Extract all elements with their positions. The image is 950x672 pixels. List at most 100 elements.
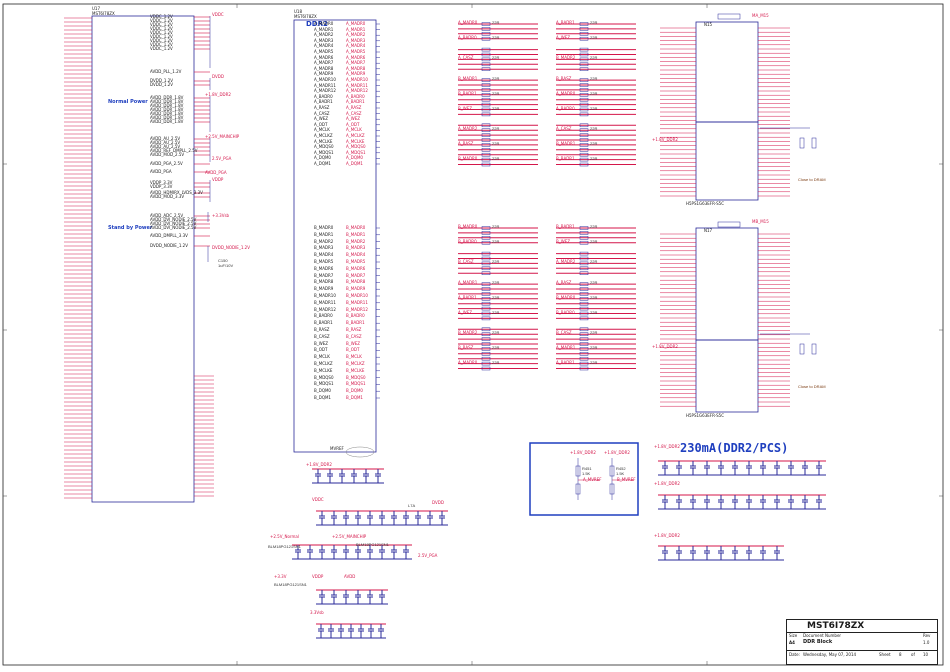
ddr-b-pin-label: B_MADR4 (314, 252, 334, 258)
decap-ddr-net-right-3: +1.8V_DDR2 (654, 533, 680, 538)
ddr-b-pin-label: B_MADR5 (314, 259, 334, 264)
title-date-label: Date: (789, 652, 800, 657)
series-resistor (481, 157, 491, 162)
series-resistor-value: 22R (492, 344, 500, 350)
left-ic-pin-label: AVDD_PGA (150, 169, 172, 174)
ddr-b-pin-label: B_DQM0 (314, 388, 331, 394)
series-resistor-value: 22R (492, 280, 500, 286)
series-resistor (579, 138, 589, 142)
vref-r2: R452 (616, 466, 626, 471)
series-resistor-value: 22R (590, 126, 598, 132)
series-resistor (579, 88, 589, 92)
left-ic-pin-label: VDDP_3.3V (150, 184, 173, 189)
series-net-label: A_MADR2 (556, 259, 576, 265)
cap-c150-value: 1uF/10V (218, 263, 234, 268)
title-rev-label: Rev (923, 633, 931, 638)
left-ic-refdes: U17 (92, 6, 101, 11)
vref-supply-a: +1.8V_DDR2 (570, 450, 596, 455)
ddr-ic-title: DDR2 (306, 20, 328, 28)
dram-b-close-note: Close to DRAM (798, 384, 826, 389)
ddr-b-net-label: B_MADR1 (346, 231, 366, 237)
ddr-a-pin-label: A_MDQS0 (314, 144, 334, 150)
left-ic-pin-label: VDDP_3.3V (150, 180, 173, 185)
net-avdd-pga: AVDD_PGA (205, 170, 227, 175)
ddr-a-net-label: A_CASZ (346, 110, 362, 116)
series-net-label: A_BADR0 (556, 105, 575, 111)
series-resistor-value: 22R (492, 55, 500, 61)
ddr-b-net-label: B_MCLKZ (346, 361, 365, 366)
ddr-b-net-label: B_MADR5 (346, 259, 366, 264)
net-vddc: VDDC (212, 12, 224, 17)
decap-33sb-net: 3.3Vsb (310, 610, 324, 615)
ddr-a-pin-label: A_MADR8 (314, 65, 334, 71)
series-resistor (481, 297, 491, 301)
series-resistor (481, 133, 491, 137)
title-sheet-label: Sheet (879, 652, 891, 657)
left-ic-pin-label: AVDD_AU_2.5V (150, 144, 181, 149)
title-rev: 1.0 (923, 640, 930, 645)
ddr-b-pin-label: B_CASZ (314, 333, 330, 339)
net-25-mainchip: +2.5V_MAINCHIP (205, 134, 240, 139)
series-net-label: B_MADR1 (556, 140, 576, 146)
series-resistor (481, 356, 491, 361)
series-resistor (481, 36, 491, 41)
series-resistor (579, 93, 589, 97)
ddr-b-net-label: B_MDQS1 (346, 381, 366, 387)
ddr-a-pin-label: A_MDQS1 (314, 149, 334, 155)
ddr-a-net-label: A_MADR5 (346, 49, 366, 54)
ddr-a-net-label: A_RASZ (346, 105, 362, 110)
series-resistor-value: 22R (590, 344, 598, 350)
series-resistor (579, 123, 589, 128)
left-ic-pin-label: AVDD_REF_DMPLL_2.5V (150, 148, 198, 153)
left-ic-pin-label: AVDD_DDR_1.8V (150, 107, 184, 112)
ddr-b-pin-label: B_MADR6 (314, 265, 334, 271)
ddr-b-pin-label: B_MADR9 (314, 286, 334, 292)
ddr-b-pin-label: B_MCLKZ (314, 361, 333, 366)
ddr-b-net-label: B_MADR8 (346, 279, 366, 285)
left-ic-pin-label: VDDC_1.2V (150, 26, 173, 31)
ddr-a-net-label: A_MADR9 (346, 71, 366, 77)
series-resistor-value: 22R (492, 34, 500, 40)
series-resistor (579, 347, 589, 351)
net-vddp: VDDP (212, 177, 224, 182)
series-resistor (481, 240, 491, 245)
ddr-vref-label: MVREF (330, 446, 344, 451)
ddr-b-pin-label: B_ODT (314, 347, 328, 353)
series-resistor-value: 22R (590, 309, 598, 315)
ddr-b-pin-label: B_MADR7 (314, 272, 334, 278)
series-net-label: A_RASZ (458, 140, 474, 146)
series-resistor-value: 22R (590, 259, 598, 265)
series-resistor-value: 22R (590, 280, 598, 286)
series-resistor (481, 128, 491, 132)
net-dvdd-nodie: DVDD_NODIE_1.2V (212, 245, 250, 250)
left-ic-pin-label: AVDD_PGA_2.5V (150, 161, 183, 166)
ddr-a-net-label: A_ODT (346, 121, 360, 127)
left-ic-pin-label: DVDD_NODIE_1.2V (150, 243, 188, 248)
series-resistor (481, 162, 491, 167)
series-resistor (579, 133, 589, 137)
ferrite-label-1: BLM18PG121SN1 (268, 544, 301, 549)
series-net-label: A_MADR0 (458, 20, 478, 25)
ddr-b-pin-label: B_MADR1 (314, 231, 334, 237)
series-resistor (579, 297, 589, 301)
ddr-a-net-label: A_MCLKZ (346, 133, 365, 138)
left-ic-pin-label: AVDD_DVI_NODIE_2.5V (150, 221, 197, 226)
series-net-label: A_BADR0 (458, 34, 477, 40)
series-resistor (481, 261, 491, 266)
ddr-a-pin-label: A_DQM1 (314, 161, 331, 166)
vref-r2-value: 1.5K (616, 471, 625, 476)
series-resistor (579, 251, 589, 256)
inductor-label: L7A (408, 503, 416, 508)
ddr-b-net-label: B_MADR6 (346, 265, 366, 271)
left-ic-pin-label: AVDD_DVI_NODIE_2.5V (150, 217, 197, 222)
series-resistor (579, 52, 589, 57)
series-resistor (579, 271, 589, 275)
ddr-b-net-label: B_MADR2 (346, 238, 366, 244)
series-net-label: B_RASZ (458, 344, 474, 350)
ddr-a-pin-label: A_MADR1 (314, 26, 334, 32)
series-resistor-value: 22R (492, 330, 500, 336)
ddr-a-net-label: A_MADR4 (346, 43, 366, 49)
zone-ticks (2, 4, 943, 665)
left-ic-pin-label: AVDD_DDR_1.8V (150, 95, 184, 100)
